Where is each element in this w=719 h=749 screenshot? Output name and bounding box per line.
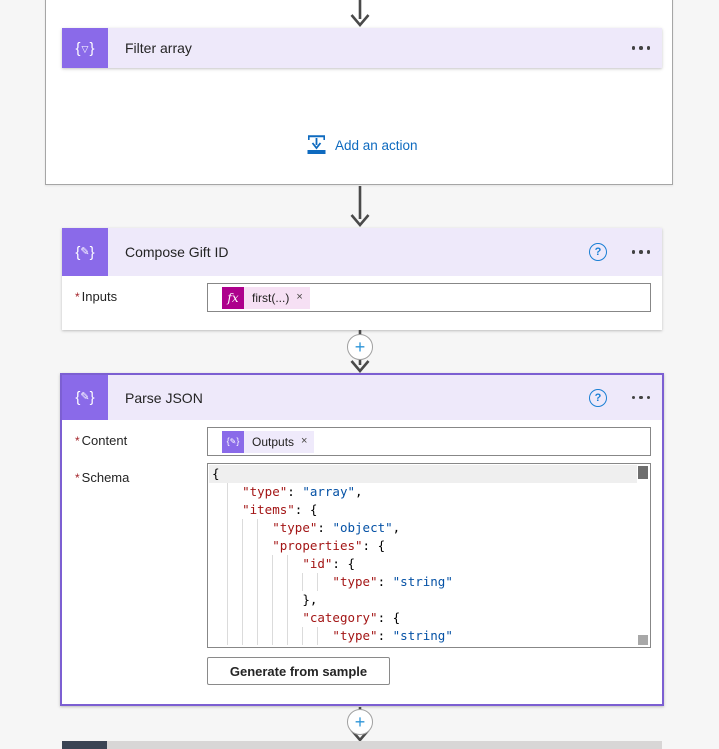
add-action-icon — [307, 135, 326, 154]
arrow-down-icon — [350, 186, 370, 228]
brace-open-glyph: { — [75, 39, 81, 57]
filter-array-icon: {▽} — [62, 28, 108, 68]
brace-close-glyph: } — [89, 389, 95, 406]
compose-card-header[interactable]: {✎} Compose Gift ID ? — [62, 228, 662, 276]
required-marker: * — [75, 290, 80, 304]
parse-json-action-card[interactable]: {✎} Parse JSON ? *Content {✎} Outputs × — [60, 373, 664, 706]
required-marker: * — [75, 471, 80, 485]
pencil-icon: ✎ — [80, 391, 90, 403]
parse-json-card-header[interactable]: {✎} Parse JSON ? — [62, 375, 662, 420]
arrow-down-icon — [350, 0, 370, 28]
expression-token[interactable]: fx first(...) × — [222, 286, 310, 309]
parse-json-icon: {✎} — [62, 375, 108, 420]
dynamic-content-icon: {✎} — [222, 430, 244, 453]
filter-array-action-card[interactable]: {▽} Filter array — [62, 28, 662, 68]
insert-step-button[interactable]: + — [347, 709, 373, 735]
next-action-icon — [62, 741, 107, 749]
parse-json-more-options-icon[interactable] — [631, 375, 650, 420]
help-icon[interactable]: ? — [589, 388, 607, 407]
pencil-icon: ✎ — [80, 245, 90, 258]
filter-array-more-options-icon[interactable] — [631, 28, 650, 68]
add-action-button[interactable]: Add an action — [306, 134, 418, 156]
schema-field-label: *Schema — [75, 470, 130, 485]
compose-card-title: Compose Gift ID — [125, 244, 229, 260]
inputs-field[interactable]: fx first(...) × — [207, 283, 651, 312]
inputs-field-label: *Inputs — [75, 289, 118, 304]
parse-json-card-title: Parse JSON — [125, 389, 203, 406]
compose-more-options-icon[interactable] — [631, 228, 650, 276]
expression-token-label: first(...) — [252, 290, 290, 305]
schema-editor[interactable]: { "type": "array", "items": { "type": "o… — [207, 463, 651, 648]
compose-icon: {✎} — [62, 228, 108, 276]
filter-array-title: Filter array — [125, 40, 192, 56]
compose-gift-id-action-card[interactable]: {✎} Compose Gift ID ? *Inputs fx first(.… — [62, 228, 662, 330]
scrollbar-corner[interactable] — [638, 635, 648, 645]
schema-code[interactable]: { "type": "array", "items": { "type": "o… — [212, 466, 453, 645]
vertical-scrollbar-thumb[interactable] — [638, 466, 648, 479]
current-line-highlight — [209, 465, 637, 483]
brace-close-glyph: } — [89, 243, 95, 261]
funnel-icon: ▽ — [81, 43, 89, 54]
content-field-label: *Content — [75, 433, 128, 448]
outputs-token[interactable]: {✎} Outputs × — [222, 430, 315, 453]
help-icon[interactable]: ? — [589, 243, 607, 261]
add-action-label: Add an action — [335, 137, 418, 153]
remove-token-icon[interactable]: × — [301, 435, 308, 447]
required-marker: * — [75, 434, 80, 448]
brace-open-glyph: { — [75, 389, 81, 406]
outputs-token-label: Outputs — [252, 434, 295, 449]
brace-close-glyph: } — [89, 39, 95, 57]
insert-step-button[interactable]: + — [347, 334, 373, 360]
generate-from-sample-button[interactable]: Generate from sample — [207, 657, 390, 685]
remove-token-icon[interactable]: × — [296, 291, 303, 303]
content-field[interactable]: {✎} Outputs × — [207, 427, 651, 456]
brace-open-glyph: { — [75, 243, 81, 261]
pencil-icon: ✎ — [229, 436, 237, 446]
fx-icon: fx — [222, 286, 244, 309]
next-action-card-partial[interactable] — [62, 741, 662, 749]
